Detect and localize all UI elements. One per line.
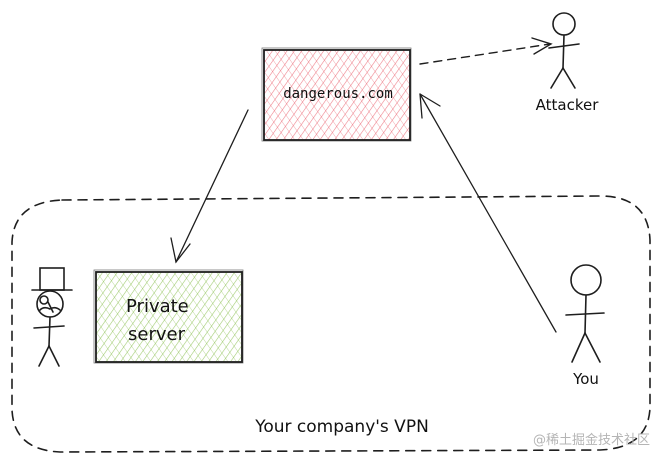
boss-figure-icon — [31, 267, 73, 367]
dangerous-node-label: dangerous.com — [283, 86, 393, 102]
private-server-node-border-sketch — [93, 269, 244, 364]
arrow-dangerous-to-attacker — [419, 37, 553, 65]
dangerous-node: dangerous.com — [261, 47, 412, 142]
dangerous-node-border-sketch — [261, 47, 412, 142]
private-server-node-fill-cross — [96, 272, 242, 362]
private-server-node: Private server — [93, 269, 244, 364]
arrow-dangerous-to-server — [170, 109, 249, 264]
private-server-label-line2: server — [128, 324, 186, 345]
attacker-figure-icon — [548, 12, 580, 89]
you-label: You — [572, 370, 599, 388]
dangerous-node-fill-cross — [264, 50, 410, 140]
vpn-boundary — [11, 195, 651, 453]
vpn-label: Your company's VPN — [254, 417, 429, 437]
dangerous-node-border — [263, 49, 411, 141]
private-server-label-line1: Private — [126, 296, 189, 317]
you-figure-icon — [565, 264, 605, 363]
attacker-label: Attacker — [536, 96, 600, 114]
private-server-node-border — [95, 271, 243, 363]
watermark: @稀土掘金技术社区 — [533, 432, 650, 448]
arrow-you-to-dangerous — [419, 93, 557, 333]
